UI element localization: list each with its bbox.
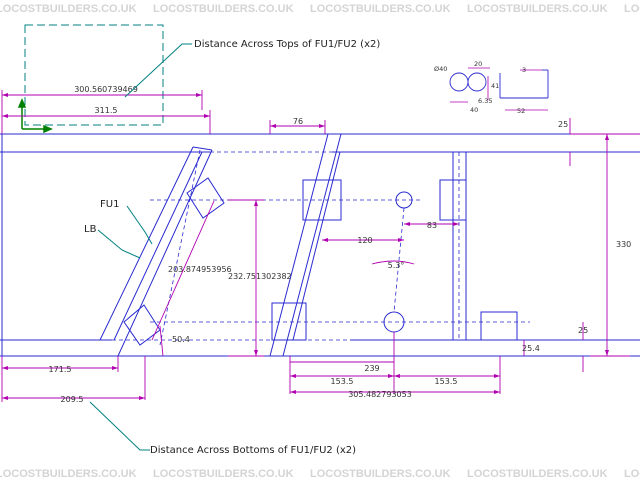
dimension-lines [1, 90, 640, 402]
detail-dim-3: 3 [522, 66, 526, 74]
watermark-top: LOCOSTBUILDERS.CO.UK LOCOSTBUILDERS.CO.U… [0, 3, 640, 15]
fu1-label: FU1 [100, 199, 119, 210]
dim-25-top: 25 [558, 120, 568, 129]
detail-dim-6: 6.35 [478, 97, 492, 105]
bottom-note: Distance Across Bottoms of FU1/FU2 (x2) [150, 445, 356, 456]
lb-label: LB [84, 224, 97, 235]
svg-text:LOCOSTBUILDERS.CO.UK: LOCOSTBUILDERS.CO.UK [0, 468, 137, 480]
svg-text:LOCOSTBUILDERS.CO.UK: LOCOSTBUILDERS.CO.UK [0, 3, 137, 15]
dim-angle: 5.3° [388, 261, 405, 270]
detail-dim-52: 52 [517, 107, 525, 115]
construction-lines [112, 133, 640, 346]
dim-153-right: 153.5 [435, 377, 458, 386]
dim-239: 239 [364, 364, 379, 373]
svg-text:LOCOSTBUILDERS.CO.UK: LOCOSTBUILDERS.CO.UK [467, 3, 608, 15]
svg-text:LOCOSTBUILDERS.CO.UK: LOCOSTBUILDERS.CO.UK [624, 468, 640, 480]
dim-330: 330 [616, 240, 631, 249]
svg-text:LOCOSTBUILDERS.CO.UK: LOCOSTBUILDERS.CO.UK [467, 468, 608, 480]
viewport-frame [24, 24, 164, 126]
dim-171: 171.5 [49, 365, 72, 374]
dim-209: 209.5 [61, 395, 84, 404]
dim-311: 311.5 [95, 106, 118, 115]
ucs-icon [17, 98, 53, 134]
top-note: Distance Across Tops of FU1/FU2 (x2) [194, 39, 380, 50]
dim-50: 50.4 [172, 335, 190, 344]
dim-305: 305.482793053 [348, 390, 412, 399]
dim-232: 232.751302382 [228, 272, 292, 281]
detail-dim-20: 20 [474, 60, 482, 68]
dim-76: 76 [293, 117, 303, 126]
watermark-bottom: LOCOSTBUILDERS.CO.UK LOCOSTBUILDERS.CO.U… [0, 468, 640, 480]
dim-25-bottom: 25 [578, 326, 588, 335]
svg-text:LOCOSTBUILDERS.CO.UK: LOCOSTBUILDERS.CO.UK [153, 468, 294, 480]
dim-300: 300.560739469 [74, 85, 138, 94]
detail-dim-40: Ø40 [434, 65, 447, 73]
dim-25-4: 25.4 [522, 344, 540, 353]
svg-text:LOCOSTBUILDERS.CO.UK: LOCOSTBUILDERS.CO.UK [310, 468, 451, 480]
detail-dim-40b: 40 [470, 106, 478, 114]
dim-153-left: 153.5 [331, 377, 354, 386]
rail-structure [0, 133, 640, 357]
svg-text:LOCOSTBUILDERS.CO.UK: LOCOSTBUILDERS.CO.UK [153, 3, 294, 15]
dim-120: 120 [357, 236, 372, 245]
dim-203: 203.874953956 [168, 265, 232, 274]
svg-text:LOCOSTBUILDERS.CO.UK: LOCOSTBUILDERS.CO.UK [624, 3, 640, 15]
dim-83: 83 [427, 221, 437, 230]
detail-view: Ø40 20 3 41 6.35 40 52 [434, 60, 549, 115]
annotation-leaders [89, 43, 192, 451]
svg-text:LOCOSTBUILDERS.CO.UK: LOCOSTBUILDERS.CO.UK [310, 3, 451, 15]
detail-dim-41: 41 [491, 82, 499, 90]
dimension-arrows [2, 93, 609, 400]
